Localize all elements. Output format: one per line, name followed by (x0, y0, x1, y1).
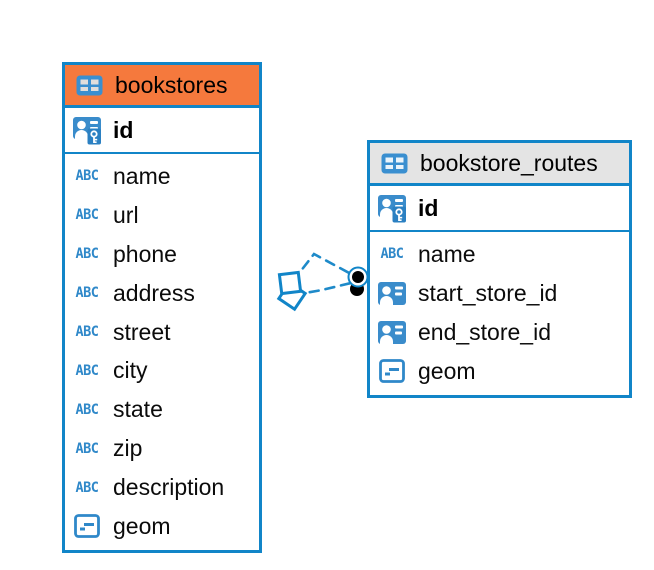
column-row-state[interactable]: ABC state (72, 390, 252, 429)
column-name: name (113, 162, 171, 189)
column-row-name[interactable]: ABC name (377, 235, 622, 274)
reference-icon (377, 320, 407, 345)
column-row-geom[interactable]: geom (377, 352, 622, 391)
text-icon: ABC (75, 284, 99, 302)
text-icon: ABC (75, 206, 99, 224)
column-name: id (418, 194, 439, 221)
text-icon: ABC (75, 401, 99, 419)
column-name: zip (113, 435, 143, 462)
text-icon: ABC (75, 479, 99, 496)
column-name: url (113, 201, 139, 228)
column-name: id (113, 116, 134, 143)
text-icon: ABC (75, 362, 99, 380)
table-title: bookstores (115, 71, 228, 98)
entity-bookstores[interactable]: bookstores id ABC name ABC ur (62, 62, 262, 553)
column-row-end-store-id[interactable]: end_store_id (377, 313, 622, 352)
entity-bookstore-routes[interactable]: bookstore_routes id ABC name (367, 140, 632, 398)
relationship-line-upper[interactable] (291, 252, 353, 283)
column-row-geom[interactable]: geom (72, 507, 252, 546)
column-name: name (418, 240, 476, 267)
bookstore-routes-columns: ABC name start_store_id (370, 232, 629, 395)
column-row-phone[interactable]: ABC phone (72, 235, 252, 274)
bookstores-header[interactable]: bookstores (65, 65, 259, 108)
text-icon: ABC (75, 245, 99, 263)
bookstore-routes-header[interactable]: bookstore_routes (370, 143, 629, 186)
table-icon (74, 75, 104, 96)
table-icon (379, 153, 409, 174)
column-row-zip[interactable]: ABC zip (72, 429, 252, 468)
bookstores-columns: ABC name ABC url ABC phone ABC address A… (65, 154, 259, 550)
text-icon: ABC (75, 440, 99, 458)
column-name: description (113, 474, 225, 501)
reference-icon (377, 281, 407, 306)
table-title: bookstore_routes (420, 149, 598, 176)
column-row-street[interactable]: ABC street (72, 313, 252, 352)
column-name: geom (418, 357, 476, 384)
column-row-address[interactable]: ABC address (72, 274, 252, 313)
column-name: address (113, 279, 195, 306)
column-row-description[interactable]: ABC description (72, 468, 252, 507)
column-row-id[interactable]: id (370, 186, 629, 232)
one-end-dot-icon-front[interactable] (347, 266, 369, 288)
primary-key-icon (72, 116, 102, 145)
column-name: street (113, 318, 171, 345)
text-icon: ABC (380, 246, 404, 263)
column-name: start_store_id (418, 279, 558, 306)
column-name: city (113, 357, 148, 384)
text-icon: ABC (75, 323, 99, 341)
column-row-start-store-id[interactable]: start_store_id (377, 274, 622, 313)
column-row-name[interactable]: ABC name (72, 157, 252, 196)
column-name: state (113, 396, 163, 423)
column-row-url[interactable]: ABC url (72, 196, 252, 235)
text-icon: ABC (75, 168, 99, 185)
column-row-city[interactable]: ABC city (72, 351, 252, 390)
column-name: phone (113, 240, 177, 267)
primary-key-icon (377, 194, 407, 223)
many-end-diamond-icon-front[interactable] (277, 270, 303, 296)
geometry-icon (72, 514, 102, 539)
geometry-icon (377, 359, 407, 384)
column-name: geom (113, 512, 171, 539)
column-row-id[interactable]: id (65, 108, 259, 154)
column-name: end_store_id (418, 318, 551, 345)
